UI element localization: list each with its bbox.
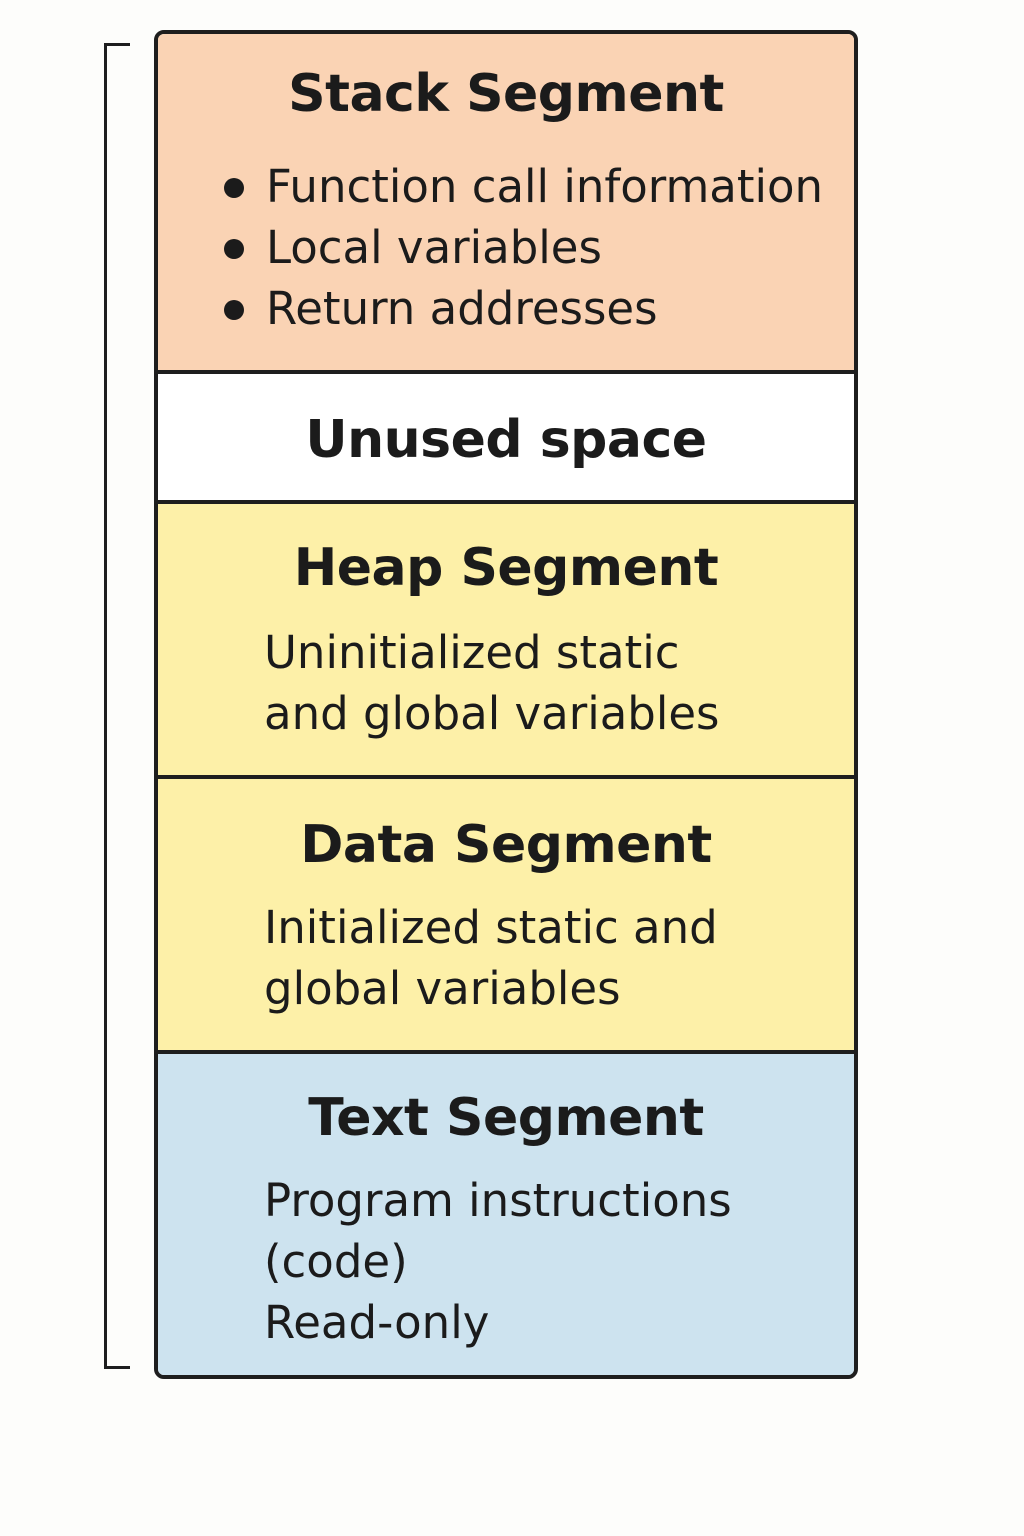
stack-segment-list: Function call information Local variable… bbox=[218, 156, 823, 339]
stack-segment: Stack Segment Function call information … bbox=[158, 34, 854, 374]
list-item: Return addresses bbox=[218, 278, 823, 339]
data-desc-line: global variables bbox=[264, 962, 621, 1015]
list-item: Function call information bbox=[218, 156, 823, 217]
text-segment-title: Text Segment bbox=[308, 1088, 704, 1148]
stack-segment-title: Stack Segment bbox=[288, 64, 724, 124]
heap-segment-title: Heap Segment bbox=[293, 538, 719, 598]
bullet-icon bbox=[224, 178, 244, 198]
bullet-icon bbox=[224, 239, 244, 259]
unused-space-title: Unused space bbox=[305, 410, 707, 470]
text-desc-line: (code) bbox=[264, 1235, 408, 1288]
bullet-icon bbox=[224, 300, 244, 320]
list-item: Local variables bbox=[218, 217, 823, 278]
text-segment-description: Program instructions (code) Read-only bbox=[264, 1170, 732, 1353]
data-segment-description: Initialized static and global variables bbox=[264, 897, 718, 1019]
text-desc-line: Read-only bbox=[264, 1296, 490, 1349]
address-range-bracket bbox=[104, 43, 130, 1369]
stack-item-return-addresses: Return addresses bbox=[266, 282, 658, 335]
text-segment: Text Segment Program instructions (code)… bbox=[158, 1054, 854, 1375]
stack-item-function-call: Function call information bbox=[266, 160, 824, 213]
memory-segments-column: Stack Segment Function call information … bbox=[154, 30, 858, 1379]
data-segment: Data Segment Initialized static and glob… bbox=[158, 779, 854, 1054]
data-desc-line: Initialized static and bbox=[264, 901, 718, 954]
heap-desc-line: and global variables bbox=[264, 687, 720, 740]
text-desc-line: Program instructions bbox=[264, 1174, 732, 1227]
data-segment-title: Data Segment bbox=[300, 815, 712, 875]
stack-item-local-variables: Local variables bbox=[266, 221, 602, 274]
heap-desc-line: Uninitialized static bbox=[264, 626, 680, 679]
heap-segment-description: Uninitialized static and global variable… bbox=[264, 622, 720, 744]
heap-segment: Heap Segment Uninitialized static and gl… bbox=[158, 504, 854, 779]
unused-space-segment: Unused space bbox=[158, 374, 854, 504]
